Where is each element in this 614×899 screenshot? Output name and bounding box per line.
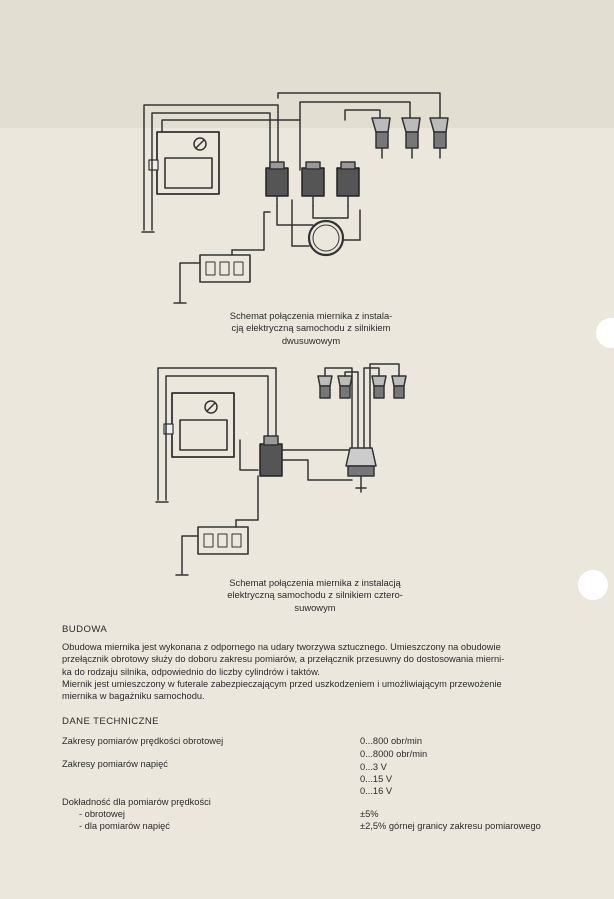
spark-plug-icon	[391, 375, 407, 399]
spark-plug-icon	[337, 375, 353, 399]
accuracy-voltage-value: ±2,5% górnej granicy zakresu pomiarowego	[360, 821, 541, 831]
voltage-range-value-1: 0...3 V	[360, 762, 387, 772]
paragraph-line: Miernik jest umieszczony w futerale zabe…	[62, 678, 502, 689]
spark-plug-icon	[371, 117, 391, 159]
caption-line: cją elektryczną samochodu z silnikiem	[231, 322, 391, 334]
section-heading-dane-techniczne: DANE TECHNICZNE	[62, 716, 159, 727]
punch-hole-upper	[596, 318, 614, 348]
wiring-diagram-four-stroke	[155, 363, 407, 576]
accuracy-voltage-label: - dla pomiarów napięć	[79, 821, 170, 831]
spark-plug-icon	[317, 375, 333, 399]
accuracy-label: Dokładność dla pomiarów prędkości	[62, 797, 211, 807]
budowa-paragraph: Obudowa miernika jest wykonana z odporne…	[62, 641, 562, 702]
battery-icon	[197, 519, 249, 555]
caption-line: dwusuwowym	[281, 334, 341, 346]
punch-hole-lower	[578, 570, 608, 600]
ignition-coil-icon	[301, 161, 325, 207]
spark-plug-icon	[429, 117, 449, 159]
speed-range-value-1: 0...800 obr/min	[360, 736, 423, 746]
paper-stain	[0, 0, 614, 128]
voltage-range-value-2: 0...15 V	[360, 774, 393, 784]
voltage-range-label: Zakresy pomiarów napięć	[62, 759, 168, 769]
spark-plug-icon	[401, 117, 421, 159]
ignition-coil-icon	[336, 161, 360, 207]
voltage-range-value-3: 0...16 V	[360, 786, 393, 796]
distributor-ring-icon	[307, 219, 345, 257]
ignition-coil-icon	[265, 161, 289, 207]
distributor-icon	[345, 447, 377, 493]
wiring-diagram-two-stroke	[141, 92, 449, 304]
accuracy-speed-value: ±5%	[360, 809, 379, 819]
paragraph-line: miernika w bagażniku samochodu.	[62, 691, 205, 702]
accuracy-speed-label: - obrotowej	[79, 809, 125, 819]
caption-line: suwowym	[294, 601, 336, 613]
speed-range-value-2: 0...8000 obr/min	[360, 749, 428, 759]
caption-line: Schemat połączenia miernika z instalacją	[229, 577, 401, 588]
wiring-diagrams	[141, 92, 449, 576]
battery-icon	[199, 249, 251, 283]
section-heading-budowa: BUDOWA	[62, 624, 108, 635]
diagram-caption-two-stroke: Schemat połączenia miernika z instala- c…	[206, 310, 416, 347]
diagram-caption-four-stroke: Schemat połączenia miernika z instalacją…	[200, 577, 430, 614]
speed-range-label: Zakresy pomiarów prędkości obrotowej	[62, 736, 224, 746]
meter-icon	[148, 131, 220, 195]
paragraph-line: przełącznik obrotowy służy do doboru zak…	[62, 654, 505, 665]
caption-line: elektryczną samochodu z silnikiem cztero…	[227, 589, 403, 601]
meter-icon	[163, 392, 235, 458]
ignition-coil-icon	[259, 435, 283, 477]
spark-plug-icon	[371, 375, 387, 399]
paragraph-line: ka do rodzaju silnika, odpowiednio do li…	[62, 666, 320, 677]
caption-line: Schemat połączenia miernika z instala-	[229, 310, 393, 321]
paragraph-line: Obudowa miernika jest wykonana z odporne…	[62, 642, 501, 652]
